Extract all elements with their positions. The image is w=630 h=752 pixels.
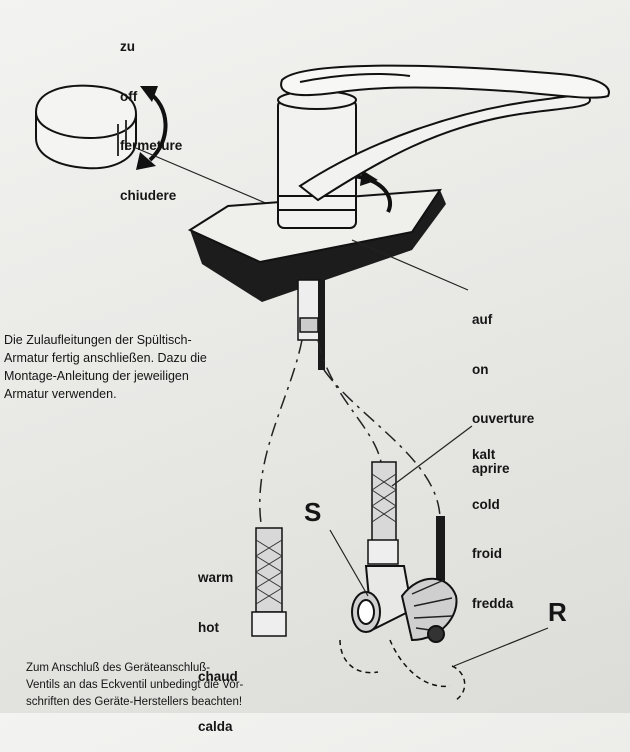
s-leader-line bbox=[329, 529, 369, 597]
r-marker: R bbox=[548, 597, 567, 627]
footer-line-3: schriften des Geräte-Herstellers beachte… bbox=[26, 696, 243, 708]
instructions-line-3: Montage-Anleitung der jeweiligen bbox=[4, 369, 189, 383]
open-label-de: auf bbox=[472, 312, 493, 327]
close-label-de: zu bbox=[120, 39, 135, 54]
instructions-line-2: Armatur fertig anschließen. Dazu die bbox=[4, 351, 207, 365]
close-label-it: chiudere bbox=[120, 187, 177, 203]
knob-detail bbox=[35, 84, 137, 170]
cold-hose bbox=[367, 461, 399, 565]
cold-label-fr: froid bbox=[472, 546, 502, 561]
open-label-fr: ouverture bbox=[472, 411, 535, 426]
close-label-fr: fermeture bbox=[120, 138, 183, 153]
close-label-en: off bbox=[120, 88, 138, 104]
footer-line-2: Ventils an das Eckventil unbedingt die V… bbox=[26, 679, 244, 691]
close-label: zu off fermeture chiudere bbox=[120, 6, 182, 221]
warm-label-de: warm bbox=[198, 570, 234, 585]
warm-hose bbox=[251, 527, 287, 637]
cold-label-it: fredda bbox=[472, 595, 514, 611]
footer-note: Zum Anschluß des Geräteanschluß- Ventils… bbox=[26, 660, 326, 711]
warm-label-fr: chaud bbox=[198, 669, 238, 684]
open-label-it: aprire bbox=[472, 460, 510, 476]
warm-label-it: calda bbox=[198, 718, 233, 734]
open-leader-line bbox=[351, 239, 469, 291]
control-rod bbox=[436, 516, 445, 582]
r-leader-line bbox=[453, 627, 549, 667]
faucet-installation-illustration bbox=[35, 64, 610, 701]
cold-label-de: kalt bbox=[472, 447, 496, 462]
instructions-line-4: Armatur verwenden. bbox=[4, 387, 117, 401]
faucet-lever bbox=[280, 64, 610, 99]
instructions-paragraph: Die Zulaufleitungen der Spültisch- Armat… bbox=[4, 331, 266, 403]
knob-leader-line bbox=[135, 147, 283, 211]
s-marker: S bbox=[304, 497, 322, 527]
supply-pipes bbox=[259, 279, 441, 531]
instructions-line-1: Die Zulaufleitungen der Spültisch- bbox=[4, 333, 192, 347]
warm-label: warm hot chaud calda bbox=[198, 537, 238, 752]
faucet-body bbox=[277, 90, 592, 229]
open-label-en: on bbox=[472, 361, 489, 377]
cold-label-en: cold bbox=[472, 496, 500, 512]
cold-leader-line bbox=[391, 425, 473, 487]
rotation-arrow-icon bbox=[136, 86, 168, 170]
open-label: auf on ouverture aprire bbox=[472, 279, 534, 494]
footer-line-1: Zum Anschluß des Geräteanschluß- bbox=[26, 662, 211, 674]
angle-valve bbox=[339, 565, 466, 701]
warm-label-en: hot bbox=[198, 619, 219, 635]
cold-label: kalt cold froid fredda bbox=[472, 414, 513, 629]
